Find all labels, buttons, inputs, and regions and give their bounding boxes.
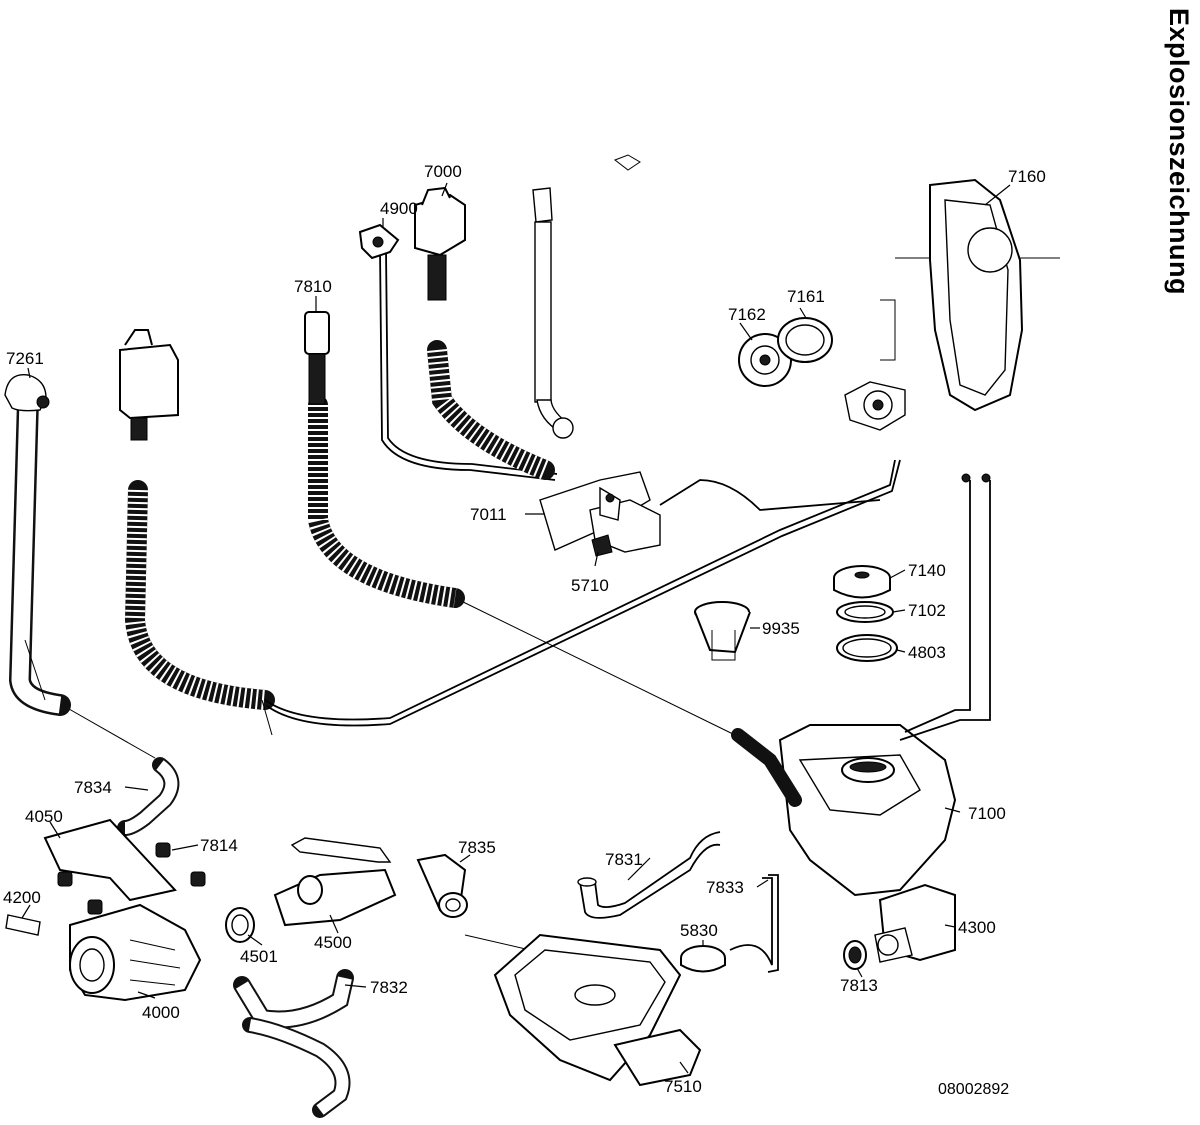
label-4803: 4803 (908, 643, 946, 662)
leader-lines (21, 182, 1011, 1074)
label-7835: 7835 (458, 838, 496, 857)
heater-4200 (5, 914, 41, 936)
vertical-supply-hose (532, 154, 641, 439)
drawing-title-text: Explosionszeichnung (1164, 8, 1194, 296)
label-5830: 5830 (680, 921, 718, 940)
seal-4803 (836, 634, 898, 662)
label-4900: 4900 (380, 199, 418, 218)
hose-7832 (233, 969, 354, 1118)
sensor-7162 (738, 333, 792, 387)
label-7814: 7814 (200, 836, 238, 855)
label-4300: 4300 (958, 918, 996, 937)
pressure-chamber-7160 (880, 178, 1024, 412)
label-7831: 7831 (605, 850, 643, 869)
seal-7813 (843, 940, 867, 970)
flow-meter (844, 381, 906, 431)
sump-assembly-7100 (731, 473, 991, 897)
ring-7102 (836, 601, 894, 623)
motor-4500 (273, 837, 397, 927)
bracket-4050 (43, 818, 177, 902)
hose-7831 (577, 831, 721, 919)
label-7261: 7261 (6, 349, 44, 368)
label-7100: 7100 (968, 804, 1006, 823)
label-7000: 7000 (424, 162, 462, 181)
seal-7161 (777, 317, 833, 363)
control-module-7011 (539, 471, 881, 557)
label-7162: 7162 (728, 305, 766, 324)
strainer-9935 (694, 601, 751, 661)
aquastop-inlet-hose (119, 329, 901, 736)
filter-cap-7140 (833, 565, 891, 599)
hose-7810 (304, 311, 465, 608)
inlet-valve-4900 (358, 223, 558, 481)
label-7810: 7810 (294, 277, 332, 296)
seal-4501 (225, 907, 255, 943)
label-7102: 7102 (908, 601, 946, 620)
drawing-title: Explosionszeichnung (1163, 8, 1199, 368)
foot-7814 (57, 842, 206, 915)
label-5710: 5710 (571, 576, 609, 595)
label-7834: 7834 (74, 778, 112, 797)
label-4000: 4000 (142, 1003, 180, 1022)
hose-7834 (117, 757, 180, 836)
label-9935: 9935 (762, 619, 800, 638)
part-labels: 7261 7810 4900 7000 7160 7162 7161 7011 … (3, 162, 1046, 1098)
pump-4000 (69, 903, 202, 1002)
label-7832: 7832 (370, 978, 408, 997)
hose-7833 (729, 874, 779, 973)
label-4050: 4050 (25, 807, 63, 826)
label-7140: 7140 (908, 561, 946, 580)
label-7160: 7160 (1008, 167, 1046, 186)
label-7813: 7813 (840, 976, 878, 995)
aquastop-7000 (414, 186, 555, 480)
sump-7510 (493, 933, 702, 1087)
label-4500: 4500 (314, 933, 352, 952)
drain-pump-4300 (874, 883, 956, 963)
elbow-7835 (416, 853, 468, 918)
label-4501: 4501 (240, 947, 278, 966)
label-7161: 7161 (787, 287, 825, 306)
drawing-number: 08002892 (938, 1081, 1009, 1098)
sensor-5830 (680, 945, 726, 973)
label-7510: 7510 (664, 1077, 702, 1096)
label-7011: 7011 (470, 505, 507, 524)
label-4200: 4200 (3, 888, 41, 907)
label-7833: 7833 (706, 878, 744, 897)
drain-hose-7261 (4, 373, 71, 716)
